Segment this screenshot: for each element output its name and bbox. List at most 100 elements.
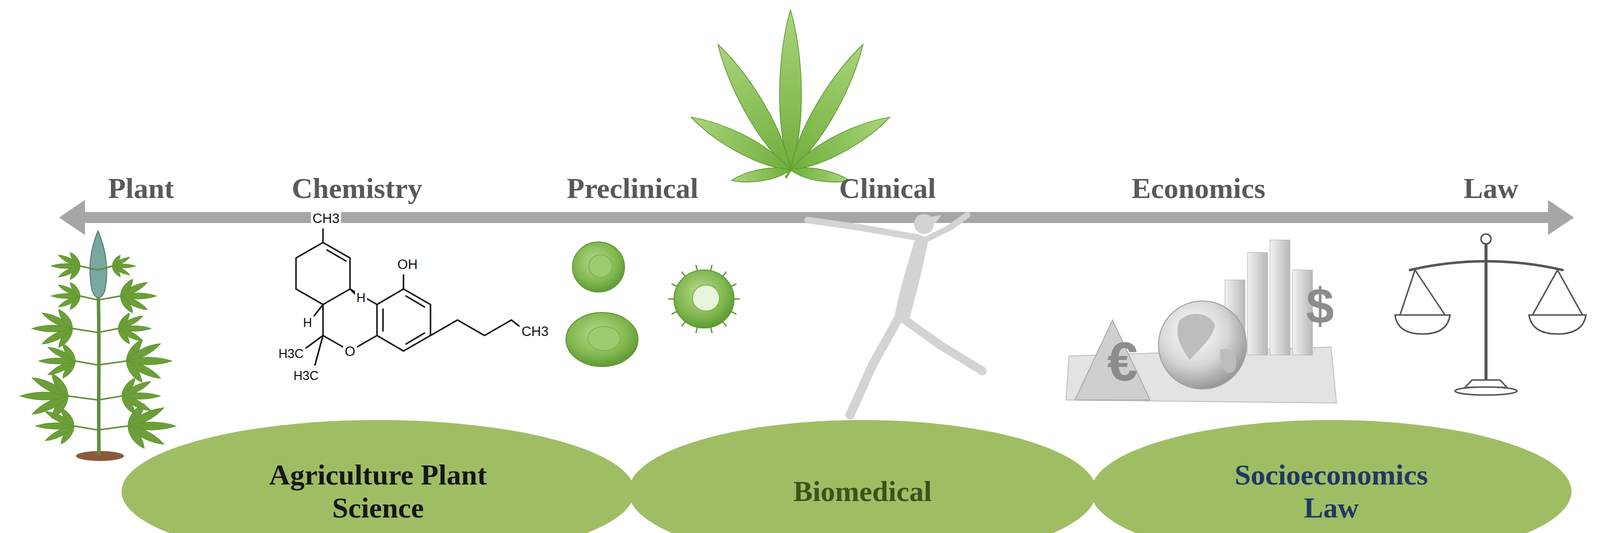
thc-structure (296, 229, 519, 365)
ellipse-shape (1091, 420, 1572, 533)
double-bond (406, 296, 425, 307)
cell (566, 312, 638, 367)
double-bond (406, 333, 425, 344)
plant-leaf (68, 281, 82, 298)
cell-spike (710, 327, 712, 334)
plant-leaf (123, 359, 145, 385)
scales-of-justice (1395, 234, 1586, 395)
petiole (72, 328, 98, 333)
ellipse-shape (628, 420, 1097, 533)
cell-spike (696, 327, 698, 334)
bond (322, 229, 324, 243)
petiole (80, 266, 98, 270)
continent (1177, 314, 1215, 360)
arrow-head (59, 200, 85, 235)
atom-label: H (301, 316, 314, 330)
stage-label: Chemistry (292, 172, 423, 205)
cell-nucleus (692, 285, 720, 311)
band-label: Biomedical (793, 475, 932, 508)
ring-bond (296, 242, 350, 305)
leg (905, 320, 983, 371)
stage-label: Preclinical (566, 172, 698, 205)
ellipse-band: Agriculture Plant Science (120, 419, 636, 533)
string (1415, 270, 1445, 315)
pan (1529, 315, 1586, 334)
petiole (74, 426, 98, 430)
band-label: Agriculture Plant Science (258, 458, 498, 525)
bar (1247, 252, 1268, 355)
plant-leaf (116, 327, 132, 345)
atom-label: H3C (277, 347, 305, 361)
bond (314, 304, 323, 316)
cell-spike (696, 265, 698, 271)
pentyl-chain (430, 320, 519, 336)
node-content: Agriculture Plant Science (120, 419, 636, 533)
atom-label: O (343, 344, 357, 360)
ellipse-band: Socioeconomics Law (1090, 419, 1573, 533)
petiole (98, 361, 127, 365)
cell-spike (681, 271, 685, 276)
cell-spike (722, 271, 726, 276)
double-bond (382, 309, 384, 331)
plant-leaf (48, 371, 71, 399)
dancer-figure (807, 214, 983, 415)
band-label: Socioeconomics Law (1211, 458, 1452, 525)
cell-spike (681, 321, 685, 326)
timeline-arrow (59, 200, 1574, 235)
bond (315, 335, 323, 365)
arm (807, 220, 918, 238)
plant-leaf (125, 423, 148, 451)
ring-bond (377, 289, 431, 351)
pole (1484, 244, 1488, 380)
plant-leaf (68, 251, 82, 268)
plant-leaf (119, 394, 138, 416)
base (1455, 387, 1517, 395)
cell-spike (731, 284, 737, 287)
cell-spike (671, 311, 677, 314)
ellipse-band: Biomedical (627, 419, 1098, 533)
arrow-head (1548, 200, 1574, 235)
cells (566, 242, 740, 367)
plant-leaf (111, 265, 122, 278)
string (1557, 270, 1583, 315)
petiole (98, 426, 128, 430)
cell-spike (671, 284, 677, 287)
stage-label: Economics (1131, 172, 1265, 205)
cell-nucleus (588, 326, 621, 351)
plant-flower (90, 231, 107, 298)
petiole (98, 266, 113, 270)
cell-spike (722, 321, 726, 326)
leaflet (730, 164, 792, 187)
petiole (80, 296, 98, 300)
plant-leaf (56, 307, 75, 331)
pan (1395, 315, 1450, 334)
string (1400, 270, 1415, 315)
string (1532, 270, 1558, 315)
double-bond (327, 250, 346, 261)
cell-spike (731, 311, 737, 314)
node-content: Biomedical (627, 419, 1098, 533)
torso (895, 235, 928, 323)
petiole (75, 361, 98, 365)
bond (403, 275, 405, 289)
ring-bond (323, 289, 377, 351)
plant-leaf (118, 294, 135, 315)
atom-label: H (355, 291, 367, 305)
cell-spike (668, 298, 674, 300)
petiole (98, 296, 121, 300)
stage-label: Law (1463, 172, 1519, 205)
currency-symbol: $ (1306, 278, 1334, 334)
cell (572, 242, 625, 292)
globe (1158, 301, 1247, 389)
cell (674, 270, 734, 328)
petiole (68, 396, 98, 400)
atom-label: OH (396, 257, 420, 273)
continent (1220, 348, 1237, 373)
cannabis-leaf (687, 10, 894, 186)
cannabis-plant (20, 231, 176, 461)
ellipse-shape (121, 420, 635, 533)
currency-symbol: € (1107, 331, 1138, 392)
cell-spike (710, 265, 712, 271)
